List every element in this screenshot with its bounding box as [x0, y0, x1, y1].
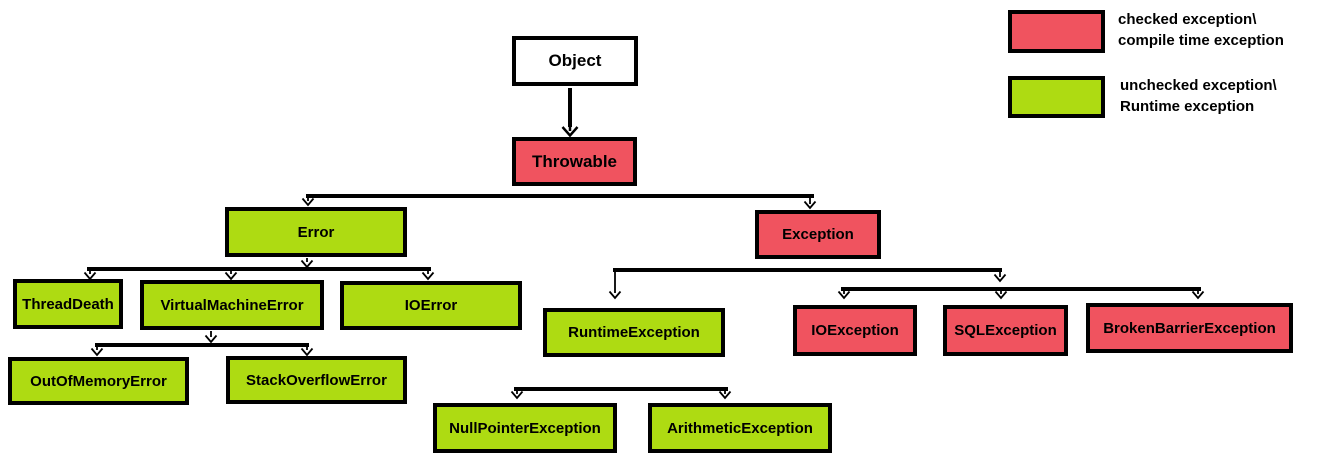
node-threaddeath: ThreadDeath	[13, 279, 123, 329]
node-sqlexception: SQLException	[943, 305, 1068, 356]
node-ioexception: IOException	[793, 305, 917, 356]
node-outofmemoryerror: OutOfMemoryError	[8, 357, 189, 405]
node-stackoverflowerror: StackOverflowError	[226, 356, 407, 404]
legend-unchecked-line2: Runtime exception	[1120, 98, 1255, 115]
legend-checked-label: checked exception\ compile time exceptio…	[1118, 9, 1284, 51]
node-virtualmachineerror: VirtualMachineError	[140, 280, 324, 330]
node-object: Object	[512, 36, 638, 86]
legend-unchecked-line1: unchecked exception\	[1120, 77, 1277, 94]
node-nullpointerexception: NullPointerException	[433, 403, 617, 453]
node-ioerror: IOError	[340, 281, 522, 330]
legend-checked-swatch	[1008, 10, 1105, 53]
node-arithmeticexception: ArithmeticException	[648, 403, 832, 453]
legend-unchecked-swatch	[1008, 76, 1105, 118]
node-error: Error	[225, 207, 407, 257]
legend-unchecked-label: unchecked exception\ Runtime exception	[1120, 75, 1277, 117]
legend-checked-line1: checked exception\	[1118, 11, 1257, 28]
node-throwable: Throwable	[512, 137, 637, 186]
node-runtimeexception: RuntimeException	[543, 308, 725, 357]
node-brokenbarrierexception: BrokenBarrierException	[1086, 303, 1293, 353]
legend-checked-line2: compile time exception	[1118, 32, 1284, 49]
node-exception: Exception	[755, 210, 881, 259]
